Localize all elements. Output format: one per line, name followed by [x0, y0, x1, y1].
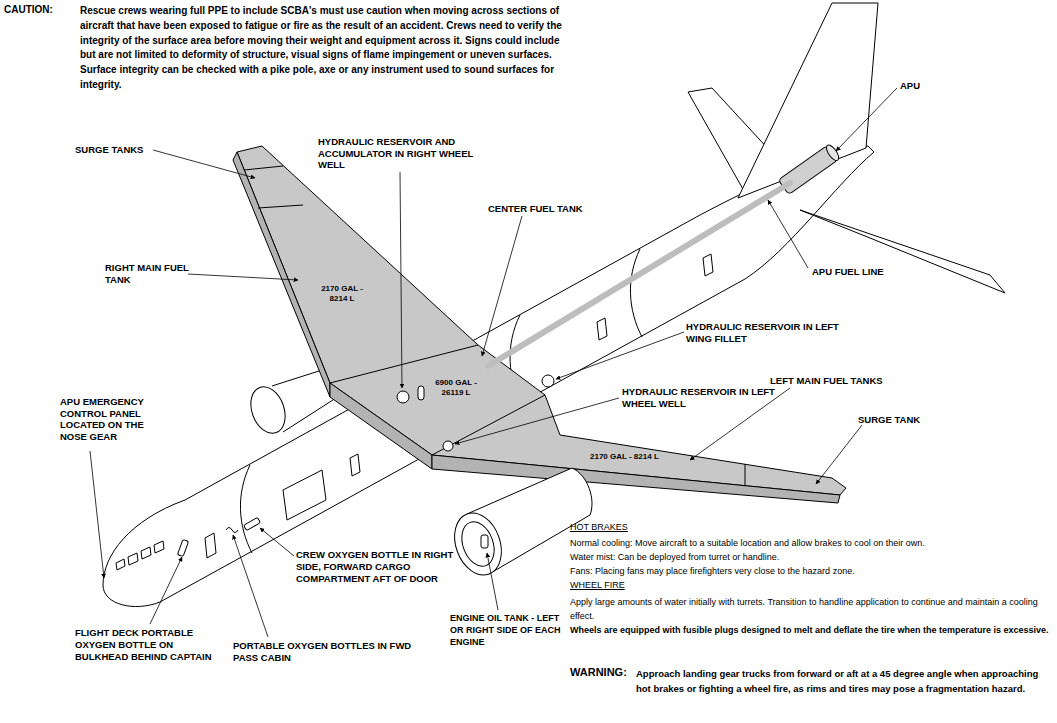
passenger-door: [205, 533, 216, 558]
cockpit-window: [116, 559, 125, 570]
wing-leading-face: [432, 455, 840, 503]
callout-label: APU: [900, 80, 920, 91]
fuselage-frame-line: [240, 465, 252, 553]
callout-label: APU FUEL LINE: [812, 266, 884, 277]
callout-label: LEFT MAIN FUEL TANKS: [770, 375, 883, 386]
warning-heading: WARNING:: [570, 666, 627, 679]
leader-line: [455, 398, 619, 444]
leader-line: [487, 553, 498, 610]
leader-line: [400, 172, 402, 388]
callout-label: APU EMERGENCY CONTROL PANEL LOCATED ON T…: [60, 396, 165, 442]
cockpit-window: [141, 547, 151, 559]
cockpit-window: [128, 553, 138, 565]
callout-label: PORTABLE OXYGEN BOTTLES IN FWD PASS CABI…: [233, 640, 423, 664]
callout-label: HYDRAULIC RESERVOIR IN LEFT WHEEL WELL: [622, 386, 782, 409]
callout-label: FLIGHT DECK PORTABLE OXYGEN BOTTLE ON BU…: [75, 627, 225, 663]
warning-note: Approach landing gear trucks from forwar…: [636, 667, 1050, 696]
leader-line: [233, 535, 268, 637]
fuselage-frame-line: [630, 249, 642, 337]
hydraulic-reservoir: [542, 375, 554, 387]
oxygen-bottle: [244, 517, 261, 530]
surge-tank-divider: [745, 464, 746, 486]
leader-line: [690, 388, 790, 460]
left-engine-inlet: [456, 517, 500, 570]
surge-tank-divider: [244, 166, 283, 170]
leader-line: [150, 557, 182, 624]
passenger-door: [597, 318, 607, 340]
vertical-fin: [738, 3, 878, 198]
wing-leading-face: [233, 152, 330, 397]
passenger-door: [703, 254, 713, 276]
hydraulic-reservoir: [397, 391, 409, 403]
caution-note: Rescue crews wearing full PPE to include…: [80, 4, 568, 93]
section-heading: WHEEL FIRE: [570, 580, 625, 591]
engine-oil-tank: [481, 535, 488, 548]
hydraulic-reservoir: [443, 441, 453, 451]
callout-label: HYDRAULIC RESERVOIR AND ACCUMULATOR IN R…: [318, 136, 493, 171]
left-stabilizer: [800, 210, 1005, 293]
section-heading: HOT BRAKES: [570, 522, 628, 533]
tank-capacity: 2170 GAL - 8214 L: [590, 452, 659, 462]
note-text: Wheels are equipped with fusible plugs d…: [570, 623, 1052, 637]
leader-line: [556, 332, 684, 379]
leader-line: [836, 88, 897, 151]
right-engine-intake: [245, 382, 291, 438]
note-text: Normal cooling: Move aircraft to a suita…: [570, 538, 1052, 549]
note-text: Apply large amounts of water initially w…: [570, 595, 1052, 623]
note-text: Fans: Placing fans may place firefighter…: [570, 566, 1052, 577]
note-text: Water mist: Can be deployed from turret …: [570, 552, 1052, 563]
cargo-door: [283, 470, 326, 520]
wing-root-face: [330, 383, 432, 469]
callout-label: RIGHT MAIN FUEL TANK: [105, 262, 190, 285]
portable-oxygen-bottles: [226, 528, 238, 533]
hydraulic-accumulator: [418, 386, 424, 400]
leader-line: [816, 425, 862, 484]
callout-label: SURGE TANKS: [75, 144, 143, 155]
cockpit-window: [154, 541, 164, 553]
callout-label: ENGINE OIL TANK - LEFT OR RIGHT SIDE OF …: [450, 612, 568, 648]
left-engine-intake: [446, 506, 509, 581]
callout-label: CENTER FUEL TANK: [488, 203, 583, 214]
tank-divider: [432, 395, 545, 455]
leader-line: [90, 451, 104, 578]
caution-heading: CAUTION:: [4, 4, 53, 16]
callout-label: HYDRAULIC RESERVOIR IN LEFT WING FILLET: [686, 321, 846, 344]
leader-line: [153, 150, 255, 178]
fuel-tank-area: [237, 146, 846, 495]
leader-line: [768, 200, 808, 268]
tank-divider: [330, 345, 478, 383]
passenger-door: [350, 454, 360, 476]
fuselage: [103, 146, 874, 607]
leader-line: [188, 274, 298, 280]
tank-divider: [258, 205, 303, 208]
leader-line: [260, 528, 294, 556]
leader-line: [482, 216, 522, 356]
oxygen-bottle: [177, 539, 188, 556]
callout-label: SURGE TANK: [858, 414, 920, 425]
apu-end: [824, 143, 841, 162]
tank-capacity: 2170 GAL - 8214 L: [316, 284, 368, 304]
tank-capacity: 6900 GAL - 26119 L: [430, 378, 482, 398]
callout-label: CREW OXYGEN BOTTLE IN RIGHT SIDE, FORWAR…: [296, 549, 466, 585]
